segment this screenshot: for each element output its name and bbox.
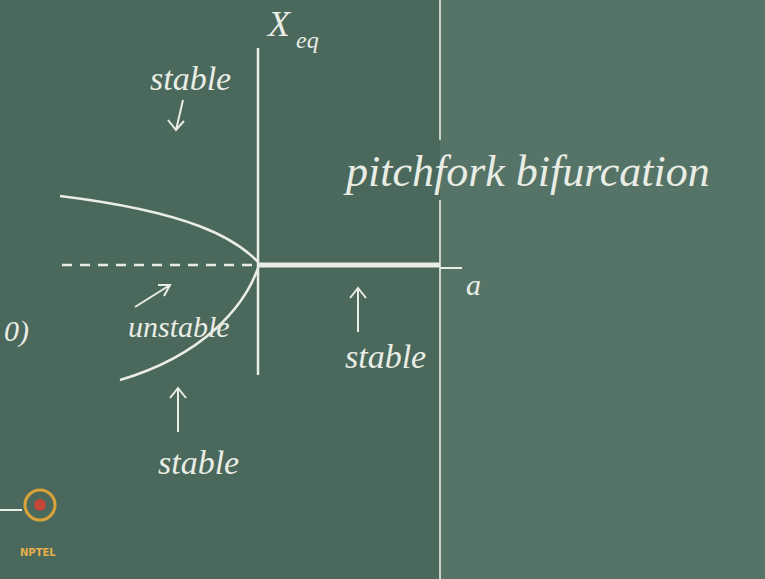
vertical-axis xyxy=(257,48,260,375)
curve-label: stable xyxy=(150,62,231,96)
axis-subscript: eq xyxy=(296,28,319,52)
panel-divider xyxy=(439,0,441,140)
pointer-arrow xyxy=(135,285,170,307)
stable-branch xyxy=(258,263,440,268)
logo-center xyxy=(34,499,46,511)
diagram-title: pitchfork bifurcation xyxy=(346,150,710,194)
curve-label: stable xyxy=(158,446,239,480)
lower-stable-branch xyxy=(120,268,258,380)
right-panel xyxy=(440,0,765,579)
panel-divider xyxy=(439,200,441,579)
axis-label: X xyxy=(268,6,290,42)
logo-text: NPTEL xyxy=(20,548,56,558)
horizontal-axis xyxy=(440,267,462,269)
upper-stable-branch xyxy=(60,196,258,262)
pointer-arrow xyxy=(168,100,184,130)
logo xyxy=(0,490,55,520)
pointer-arrows xyxy=(135,100,366,432)
pointer-arrow xyxy=(170,388,186,432)
pointer-arrow xyxy=(350,288,366,332)
unstable-branch xyxy=(62,264,258,267)
logo-ring xyxy=(25,490,55,520)
logo-line xyxy=(0,509,22,511)
part-label: 0) xyxy=(4,316,29,346)
curve-label: stable xyxy=(345,340,426,374)
curve-label: unstable xyxy=(128,312,230,342)
axis-label: a xyxy=(466,270,481,300)
